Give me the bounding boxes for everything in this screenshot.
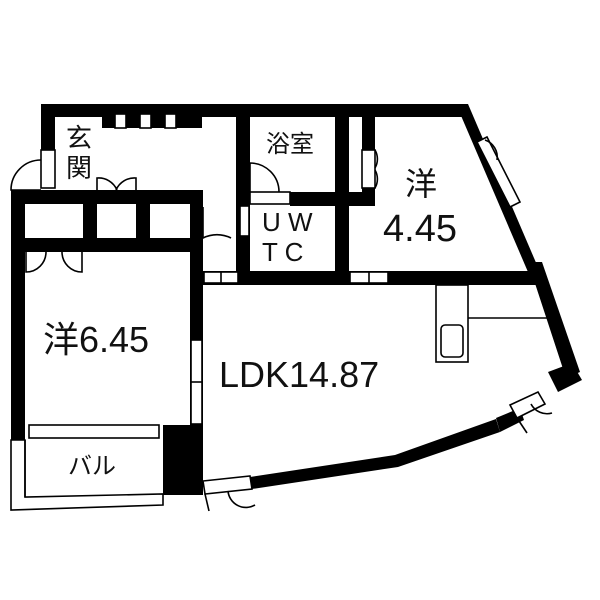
shoe-cabinet-door bbox=[139, 113, 152, 129]
wall-bottom bbox=[250, 419, 500, 489]
wall-room2-left bbox=[11, 190, 25, 440]
wall-entrance-left bbox=[41, 104, 55, 164]
room-label-western-1-kanji: 洋 bbox=[405, 165, 438, 203]
room-label-western-2: 洋6.45 bbox=[43, 319, 150, 361]
window-room2-bottom bbox=[28, 424, 160, 439]
entrance-door-swing bbox=[10, 159, 42, 191]
wall-corner-pier bbox=[548, 363, 582, 392]
window-toilet bbox=[239, 205, 250, 237]
wall-right-upper bbox=[456, 104, 540, 272]
wall-closet-a bbox=[83, 190, 97, 252]
wall-entrance-bottom bbox=[11, 190, 203, 204]
kitchen-sink bbox=[440, 324, 464, 358]
room-label-ldk: LDK14.87 bbox=[219, 354, 380, 395]
room-label-entrance: 玄 関 bbox=[66, 124, 93, 184]
wall-bath-left bbox=[236, 104, 250, 284]
wall-right-lower bbox=[528, 262, 580, 378]
wall-bath-bottom bbox=[290, 192, 375, 206]
window-room1-right bbox=[475, 135, 522, 209]
wall-room2-top bbox=[11, 238, 91, 252]
shoe-cabinet-door bbox=[114, 113, 127, 129]
wall-closet-bottom bbox=[83, 238, 203, 252]
kitchen-counter bbox=[435, 284, 469, 363]
room-label-western-1-area: 4.45 bbox=[383, 208, 457, 250]
room-label-balcony: バル bbox=[68, 452, 116, 480]
window-entrance-left bbox=[40, 149, 56, 189]
shoe-cabinet-door bbox=[164, 113, 177, 129]
room-label-bath: 浴室 bbox=[266, 130, 314, 158]
room-label-toilet: U W T C bbox=[262, 207, 313, 267]
wall-closet-b bbox=[136, 190, 150, 252]
